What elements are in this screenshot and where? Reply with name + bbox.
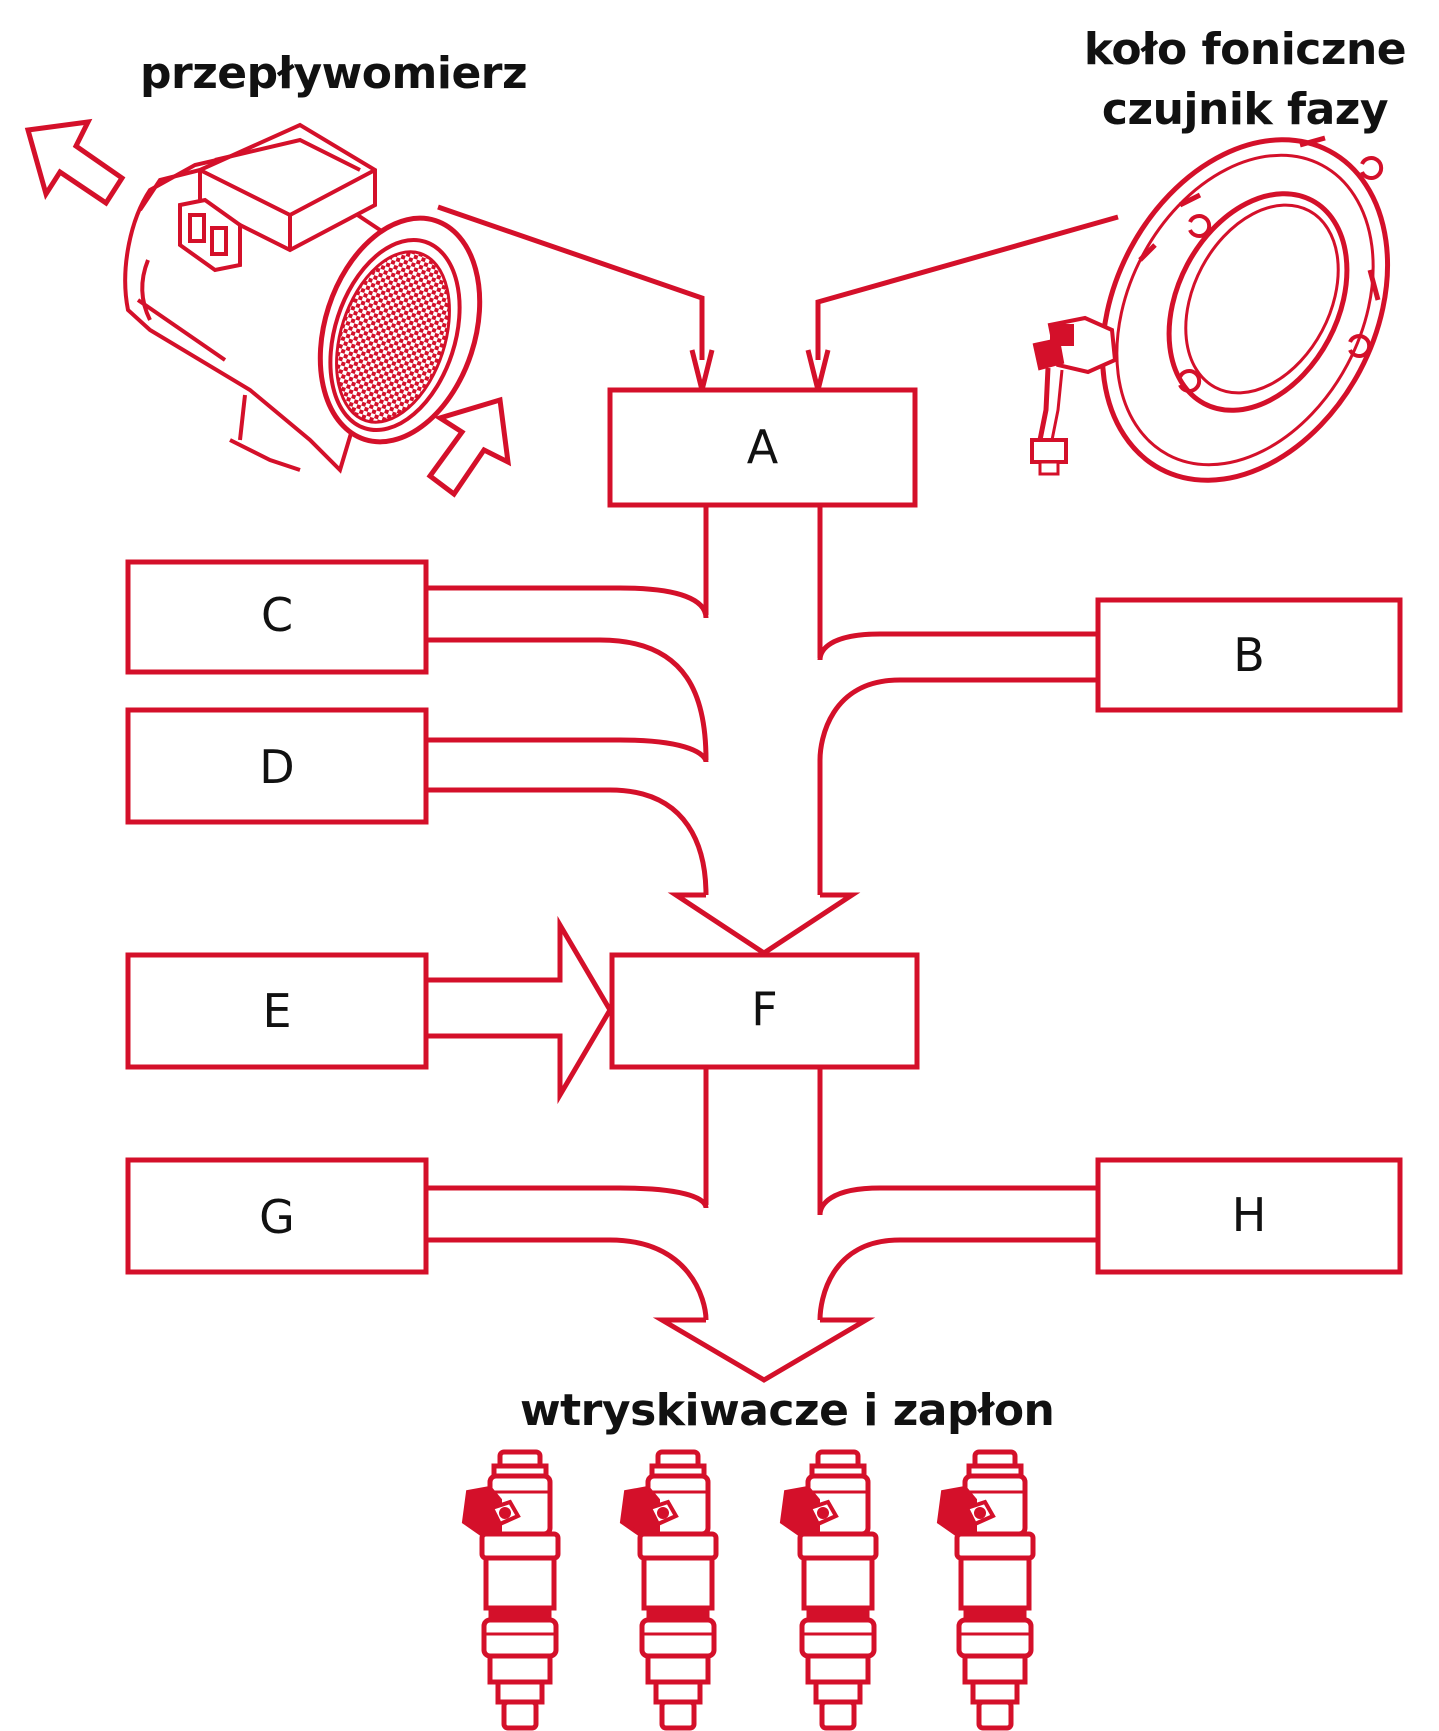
box-g [125, 1157, 429, 1275]
air-flow-meter-icon [123, 122, 483, 474]
box-d [125, 707, 429, 825]
box-g-label: G [259, 1190, 295, 1244]
fuel-injector-icon [939, 1452, 1033, 1728]
signal-flow-f-to-outputs [426, 1067, 1098, 1383]
outputs-label: wtryskiwacze i zapłon [520, 1385, 1055, 1436]
fuel-injector-icon [622, 1452, 716, 1728]
injectors [464, 1452, 1033, 1728]
box-a [607, 387, 918, 508]
phase-sensor-label: czujnik fazy [1101, 84, 1389, 135]
box-f-label: F [751, 982, 778, 1036]
box-d-label: D [259, 740, 295, 794]
arrow-e-to-f [426, 915, 613, 1105]
box-b [1095, 597, 1403, 713]
box-c [125, 559, 429, 675]
box-c-label: C [260, 588, 294, 642]
tone-wheel-phase-sensor-icon [1030, 135, 1391, 483]
fuel-injector-icon [464, 1452, 558, 1728]
box-e [125, 952, 429, 1070]
flowmeter-label: przepływomierz [140, 48, 528, 99]
tone-wheel-label: koło foniczne [1083, 24, 1407, 75]
fuel-injector-icon [782, 1452, 876, 1728]
sensor-signal-lines [437, 204, 1119, 391]
box-e-label: E [262, 984, 292, 1038]
box-a-label: A [746, 420, 779, 474]
box-h [1095, 1157, 1403, 1275]
signal-flow-a-to-f [426, 505, 1098, 956]
airflow-arrow-icon [24, 118, 512, 498]
box-b-label: B [1233, 628, 1265, 682]
box-h-label: H [1231, 1188, 1267, 1242]
